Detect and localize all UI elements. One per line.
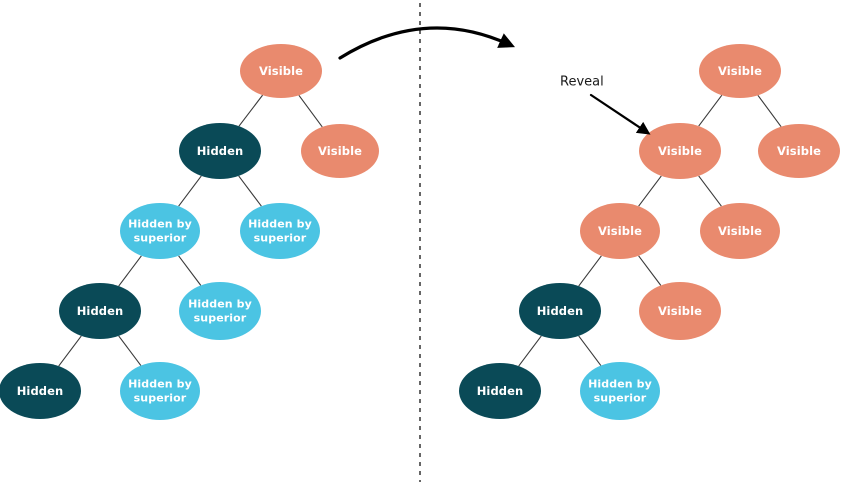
node-label: Hidden xyxy=(17,384,64,398)
node-label: Visible xyxy=(658,304,702,318)
node-ellipse xyxy=(59,283,141,339)
tree-edge xyxy=(578,255,602,287)
node-ellipse xyxy=(639,282,721,340)
reveal-pointer-arrow-icon xyxy=(589,93,651,135)
tree-node-visible[interactable]: Visible xyxy=(758,124,840,178)
node-ellipse xyxy=(459,363,541,419)
node-label: Visible xyxy=(598,224,642,238)
node-ellipse xyxy=(699,44,781,98)
tree-node-hidden[interactable]: Hidden xyxy=(459,363,541,419)
tree-edge xyxy=(178,255,202,286)
node-ellipse xyxy=(0,363,81,419)
tree-node-visible[interactable]: Visible xyxy=(639,123,721,179)
tree-edge xyxy=(298,94,323,128)
node-label: Hidden xyxy=(537,304,584,318)
node-label: Visible xyxy=(718,64,762,78)
node-ellipse xyxy=(301,124,379,178)
node-label: Hidden xyxy=(77,304,124,318)
right-tree-edges xyxy=(518,94,782,367)
node-label: Hidden xyxy=(477,384,524,398)
tree-edge xyxy=(58,335,82,367)
node-label: Visible xyxy=(718,224,762,238)
tree-node-hidden[interactable]: Hidden xyxy=(0,363,81,419)
tree-edge xyxy=(698,94,723,127)
tree-edge xyxy=(118,255,142,287)
tree-edge xyxy=(118,335,142,366)
tree-node-hidden[interactable]: Hidden xyxy=(59,283,141,339)
node-ellipse xyxy=(179,282,261,340)
tree-node-visible[interactable]: Visible xyxy=(699,44,781,98)
node-label: Visible xyxy=(658,144,702,158)
node-ellipse xyxy=(519,283,601,339)
node-ellipse xyxy=(580,362,660,420)
tree-edge xyxy=(638,255,662,286)
tree-edge xyxy=(238,175,262,207)
tree-edge xyxy=(698,175,722,207)
tree-node-visible[interactable]: Visible xyxy=(639,282,721,340)
node-ellipse xyxy=(700,203,780,259)
node-ellipse xyxy=(120,203,200,259)
tree-edge xyxy=(578,335,602,366)
tree-node-visible[interactable]: Visible xyxy=(240,44,322,98)
node-ellipse xyxy=(240,44,322,98)
node-label: Visible xyxy=(777,144,821,158)
node-ellipse xyxy=(240,203,320,259)
tree-edge xyxy=(178,175,202,207)
tree-edge xyxy=(238,94,264,127)
node-label: Hidden xyxy=(197,144,244,158)
node-ellipse xyxy=(758,124,840,178)
tree-edge xyxy=(518,335,542,367)
left-tree-edges xyxy=(58,94,323,367)
tree-node-hidden[interactable]: Hidden xyxy=(179,123,261,179)
node-label: Visible xyxy=(259,64,303,78)
tree-node-hidden[interactable]: Hidden xyxy=(519,283,601,339)
tree-node-visible[interactable]: Visible xyxy=(580,203,660,259)
tree-node-visible[interactable]: Visible xyxy=(700,203,780,259)
transition-arrow-icon xyxy=(338,26,515,60)
tree-edge xyxy=(757,94,782,128)
node-label: Visible xyxy=(318,144,362,158)
node-ellipse xyxy=(639,123,721,179)
reveal-annotation-label: Reveal xyxy=(560,75,604,90)
tree-node-visible[interactable]: Visible xyxy=(301,124,379,178)
tree-edge xyxy=(638,175,662,207)
node-ellipse xyxy=(120,362,200,420)
node-ellipse xyxy=(580,203,660,259)
node-ellipse xyxy=(179,123,261,179)
